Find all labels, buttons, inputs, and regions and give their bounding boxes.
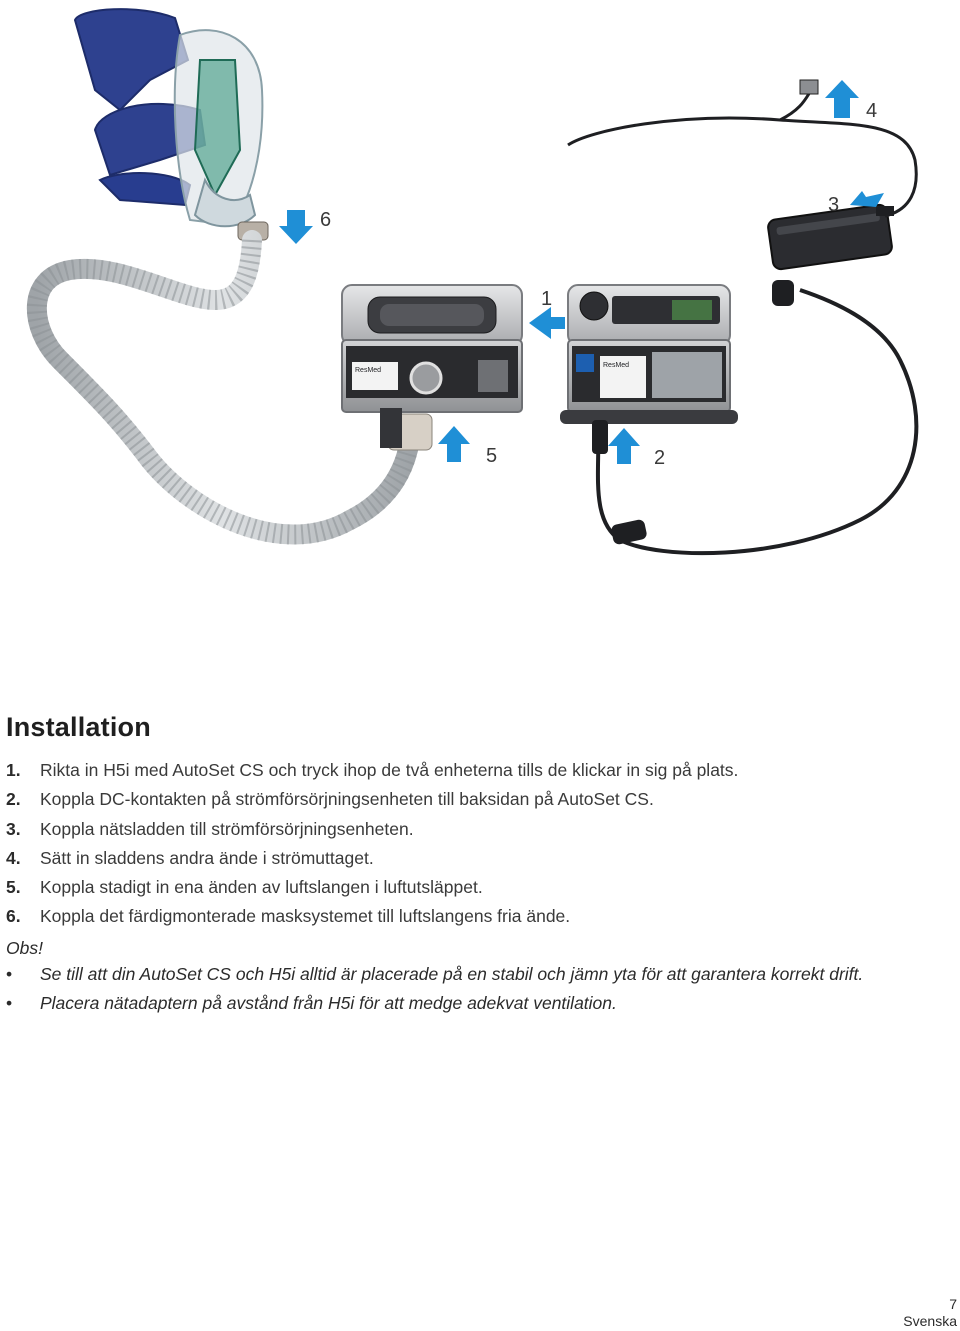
arrow-4 (825, 80, 859, 118)
arrow-3 (850, 191, 884, 207)
step-item: 5. Koppla stadigt in ena änden av luftsla… (6, 873, 936, 902)
step-number: 6. (6, 906, 21, 927)
callout-numbers: 1 2 3 4 5 6 (320, 100, 877, 469)
step-number: 3. (6, 818, 21, 839)
step-number: 2. (6, 789, 21, 810)
footer-language: Svenska (903, 1313, 957, 1329)
step-text: Sätt in sladdens andra ände i strömuttag… (40, 847, 374, 868)
arrow-5 (438, 426, 470, 462)
page-footer: 7 Svenska (903, 1296, 957, 1330)
bullet-marker: • (6, 992, 13, 1013)
note-text: Se till att din AutoSet CS och H5i allti… (40, 963, 864, 984)
device-labels: ResMed ResMed (355, 362, 629, 374)
installation-section: Installation 1. Rikta in H5i med AutoSet … (6, 712, 936, 1021)
step-number: 4. (6, 847, 21, 868)
autoset-cs-device (560, 284, 738, 424)
bullet-marker: • (6, 963, 13, 984)
callout-6: 6 (320, 209, 331, 231)
h5i-humidifier (341, 284, 523, 451)
mask-system (73, 8, 269, 241)
step-item: 1. Rikta in H5i med AutoSet CS och tryck … (6, 756, 936, 785)
h5i-brand-label: ResMed (355, 367, 381, 374)
arrow-1 (529, 307, 565, 339)
step-item: 6. Koppla det färdigmonterade masksysteme… (6, 902, 936, 931)
step-item: 2. Koppla DC-kontakten på strömförsörjnin… (6, 785, 936, 814)
callout-4: 4 (866, 100, 877, 122)
step-text: Koppla det färdigmonterade masksystemet … (40, 906, 571, 927)
power-supply (567, 79, 919, 556)
step-item: 3. Koppla nätsladden till strömförsörjnin… (6, 815, 936, 844)
step-number: 1. (6, 760, 21, 780)
callout-5: 5 (486, 445, 497, 467)
callout-arrows (279, 80, 884, 464)
callout-1: 1 (541, 288, 552, 310)
installation-steps: 1. Rikta in H5i med AutoSet CS och tryck … (6, 756, 936, 932)
callout-3: 3 (828, 194, 839, 216)
air-tubing (26, 230, 420, 545)
autoset-brand-label: ResMed (603, 362, 629, 369)
note-heading: Obs! (6, 937, 43, 958)
step-text: Koppla nätsladden till strömförsörjnings… (40, 818, 414, 839)
installation-illustration: 1 2 3 4 5 6 ResMed ResMed (0, 0, 960, 600)
arrow-2 (608, 428, 640, 464)
illustration-svg: 1 2 3 4 5 6 ResMed ResMed (26, 8, 919, 556)
callout-2: 2 (654, 447, 665, 469)
step-number: 5. (6, 877, 21, 898)
arrow-6 (279, 210, 313, 244)
note-text: Placera nätadaptern på avstånd från H5i … (40, 992, 617, 1013)
step-text: Koppla DC-kontakten på strömförsörjnings… (40, 789, 654, 810)
note-item: • Placera nätadaptern på avstånd från H5i… (6, 992, 936, 1015)
step-text: Rikta in H5i med AutoSet CS och tryck ih… (40, 760, 739, 780)
section-title: Installation (6, 712, 151, 742)
page-number: 7 (949, 1296, 957, 1312)
note-item: • Se till att din AutoSet CS och H5i allt… (6, 963, 936, 986)
note-list: • Se till att din AutoSet CS och H5i allt… (6, 963, 936, 1015)
step-item: 4. Sätt in sladdens andra ände i strömutt… (6, 844, 936, 873)
step-text: Koppla stadigt in ena änden av luftslang… (40, 877, 483, 898)
